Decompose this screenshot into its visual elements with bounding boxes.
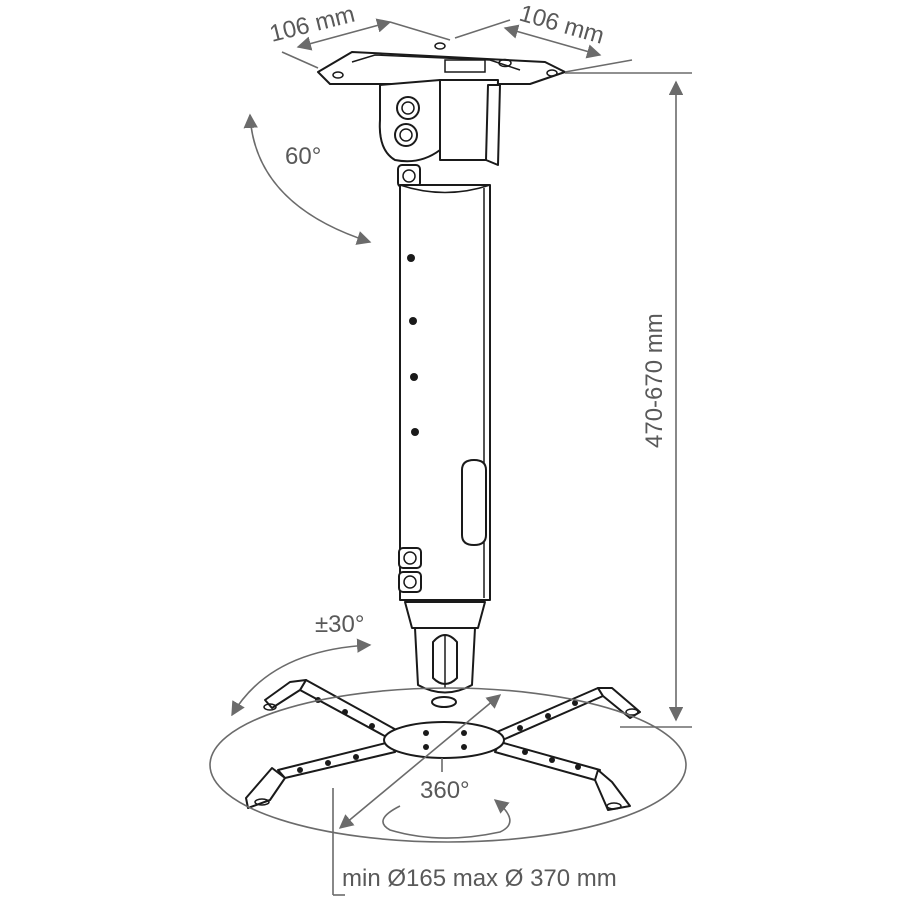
plate-width-right-label: 106 mm <box>516 0 607 50</box>
height-range-label: 470-670 mm <box>641 313 668 448</box>
ceiling-plate <box>317 42 566 85</box>
extension-pole <box>398 184 491 601</box>
upper-lock-knob <box>397 164 421 188</box>
swivel-joint <box>404 601 486 708</box>
rotation-indicator: 360° <box>382 758 511 839</box>
tilt-angle-indicator: 60° <box>243 113 372 245</box>
swivel-angle-indicator: ±30° <box>231 611 372 717</box>
tilt-joint <box>378 79 501 166</box>
arm-span-indicator: min Ø165 max Ø 370 mm <box>209 687 687 896</box>
tilt-angle-label: 60° <box>285 143 321 170</box>
height-dimension: 470-670 mm <box>565 72 692 728</box>
arm-span-label: min Ø165 max Ø 370 mm <box>342 865 617 892</box>
plate-width-left-label: 106 mm <box>267 1 358 48</box>
swivel-angle-label: ±30° <box>315 611 364 638</box>
rotation-angle-label: 360° <box>420 777 470 804</box>
